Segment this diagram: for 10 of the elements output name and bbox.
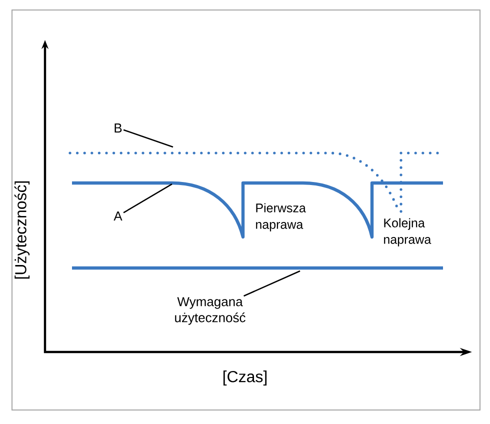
leader-line	[123, 129, 174, 148]
callout-letter: B	[114, 124, 122, 132]
annotation-text: Kolejna naprawa	[384, 218, 432, 246]
callout-letter: A	[114, 212, 122, 220]
annotation-text: Pierwsza naprawa	[256, 203, 306, 232]
axis-label: [Użyteczność]	[14, 181, 30, 279]
axis-label: [Czas]	[223, 370, 267, 386]
leader-line	[123, 183, 172, 214]
leader-line	[244, 270, 300, 297]
callout-text: Wymagana użyteczność	[175, 297, 246, 325]
